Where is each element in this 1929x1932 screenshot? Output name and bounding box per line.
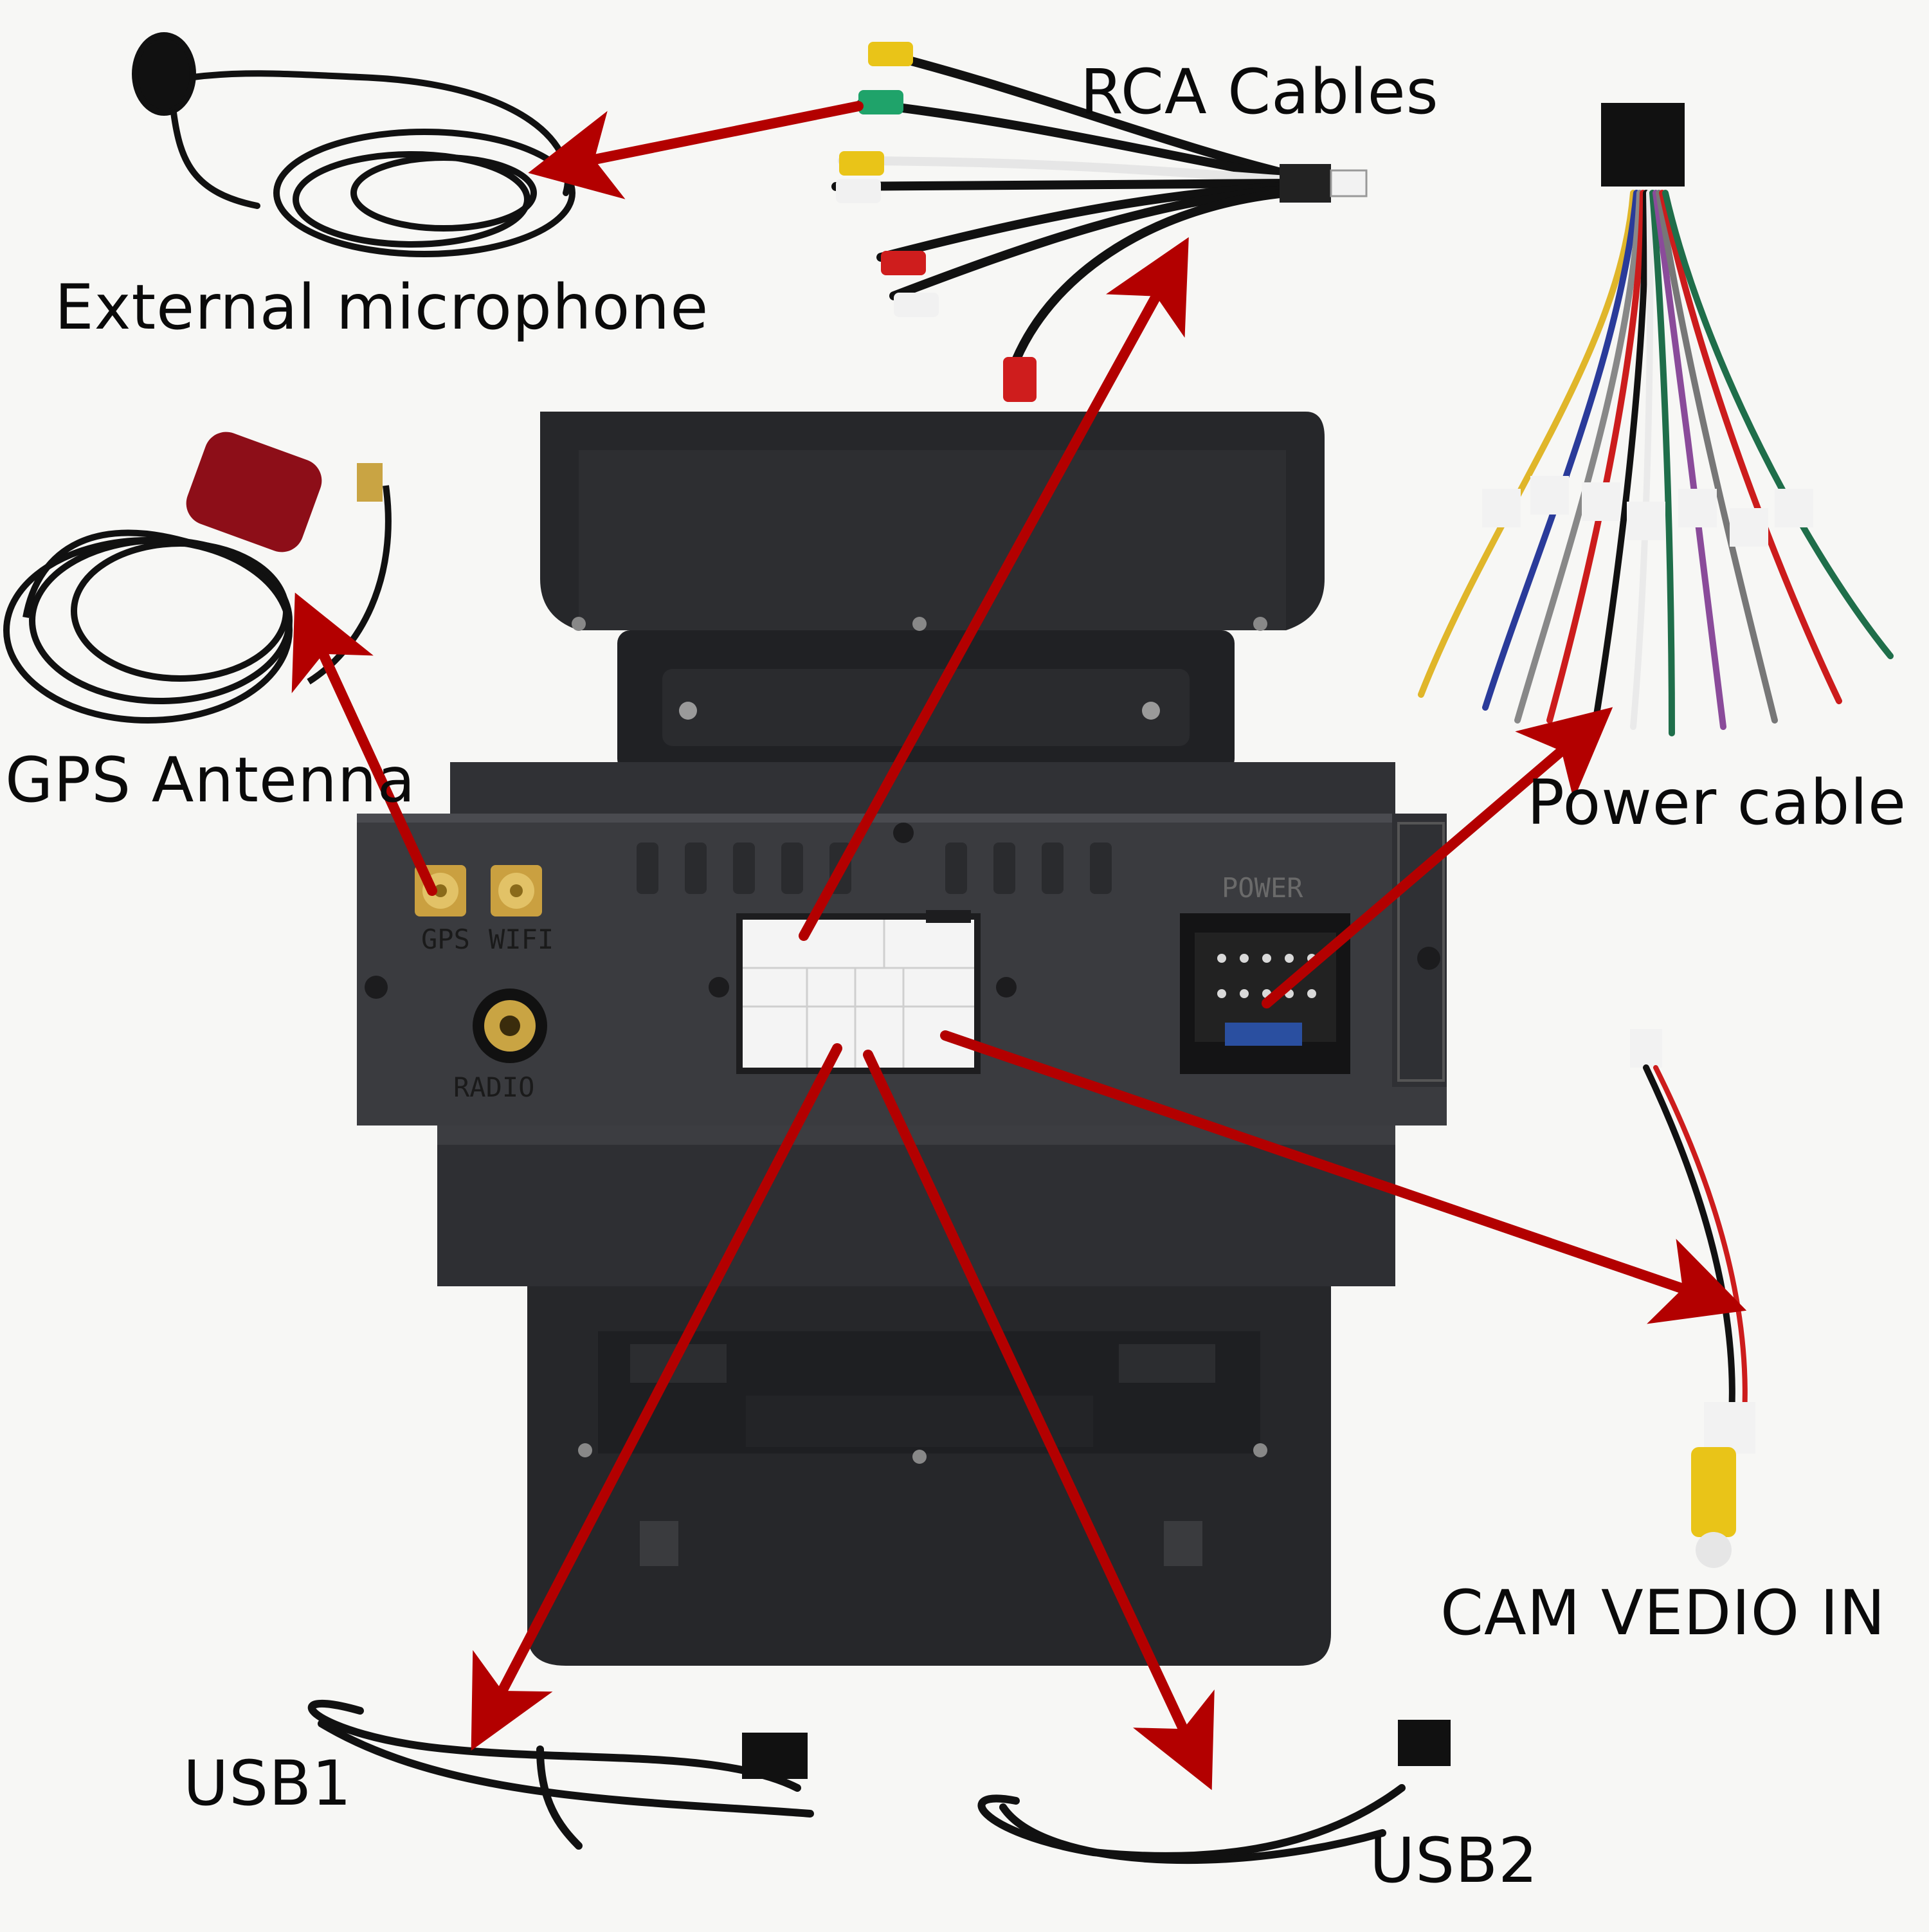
radio-port-label: RADIO [453,1071,534,1103]
usb1-cable-image [307,1700,814,1850]
gps-port-label: GPS [421,924,470,955]
usb2-label: USB2 [1370,1825,1539,1897]
arrow-to-usb2 [863,1050,1215,1791]
usb1-label: USB1 [183,1747,352,1819]
external-microphone-label: External microphone [55,271,709,343]
callout-arrows [291,101,1747,1791]
usb2-cable-image [977,1720,1451,1864]
arrow-to-microphone [528,101,864,199]
arrow-to-gps-antenna [291,592,437,896]
rca-cables-label: RCA Cables [1080,56,1439,128]
cam-video-in-image [1630,1029,1755,1568]
power-port [1180,913,1350,1074]
radio-port [473,989,547,1063]
arrow-to-power-cable [1262,707,1613,1008]
arrow-to-rca [799,237,1189,941]
power-cable-label: Power cable [1527,767,1907,839]
arrow-to-usb1 [471,1043,842,1751]
gps-antenna-label: GPS Antenna [5,744,416,816]
power-port-label: POWER [1222,872,1303,904]
external-microphone-image [132,32,575,257]
multi-connector-block [736,910,981,1074]
wifi-port-label: WIFI [489,924,554,955]
power-cable-image [1418,103,1894,736]
cam-video-in-label: CAM VEDIO IN [1440,1577,1886,1649]
wifi-port [491,865,542,916]
arrow-to-cam-video-in [940,1030,1747,1324]
